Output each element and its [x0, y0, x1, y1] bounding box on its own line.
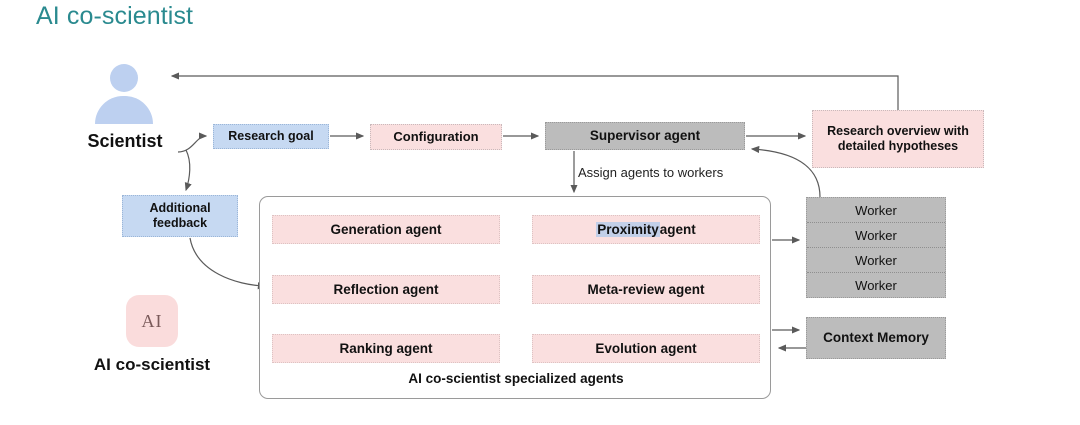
avatar-head — [110, 64, 138, 92]
workers-group: Worker Worker Worker Worker — [806, 197, 946, 298]
node-research-goal[interactable]: Research goal — [213, 124, 329, 149]
agent-proximity[interactable]: Proximity agent — [532, 215, 760, 244]
person-icon — [93, 64, 155, 126]
node-additional-feedback[interactable]: Additional feedback — [122, 195, 238, 237]
node-supervisor-agent[interactable]: Supervisor agent — [545, 122, 745, 150]
agents-panel-caption: AI co-scientist specialized agents — [408, 371, 624, 386]
agent-proximity-suffix: agent — [659, 222, 696, 237]
ai-cosientist-caption: AI co-scientist — [93, 355, 211, 374]
agent-evolution[interactable]: Evolution agent — [532, 334, 760, 363]
agent-generation[interactable]: Generation agent — [272, 215, 500, 244]
page-title: AI co-scientist — [36, 2, 194, 30]
agent-proximity-highlight: Proximity — [596, 222, 660, 237]
agent-ranking[interactable]: Ranking agent — [272, 334, 500, 363]
ai-logo-badge: AI — [126, 295, 178, 347]
edge-label-assign-agents: Assign agents to workers — [578, 165, 724, 180]
worker-row[interactable]: Worker — [807, 248, 945, 273]
worker-row[interactable]: Worker — [855, 278, 897, 293]
avatar-body — [95, 96, 153, 124]
worker-row[interactable]: Worker — [807, 198, 945, 223]
node-research-overview[interactable]: Research overview with detailed hypothes… — [812, 110, 984, 168]
agent-meta-review[interactable]: Meta-review agent — [532, 275, 760, 304]
node-configuration[interactable]: Configuration — [370, 124, 502, 150]
agent-reflection[interactable]: Reflection agent — [272, 275, 500, 304]
agents-panel: Generation agent Proximity agent Reflect… — [259, 196, 771, 399]
scientist-label: Scientist — [87, 131, 163, 151]
node-context-memory[interactable]: Context Memory — [806, 317, 946, 359]
worker-row[interactable]: Worker — [807, 223, 945, 248]
